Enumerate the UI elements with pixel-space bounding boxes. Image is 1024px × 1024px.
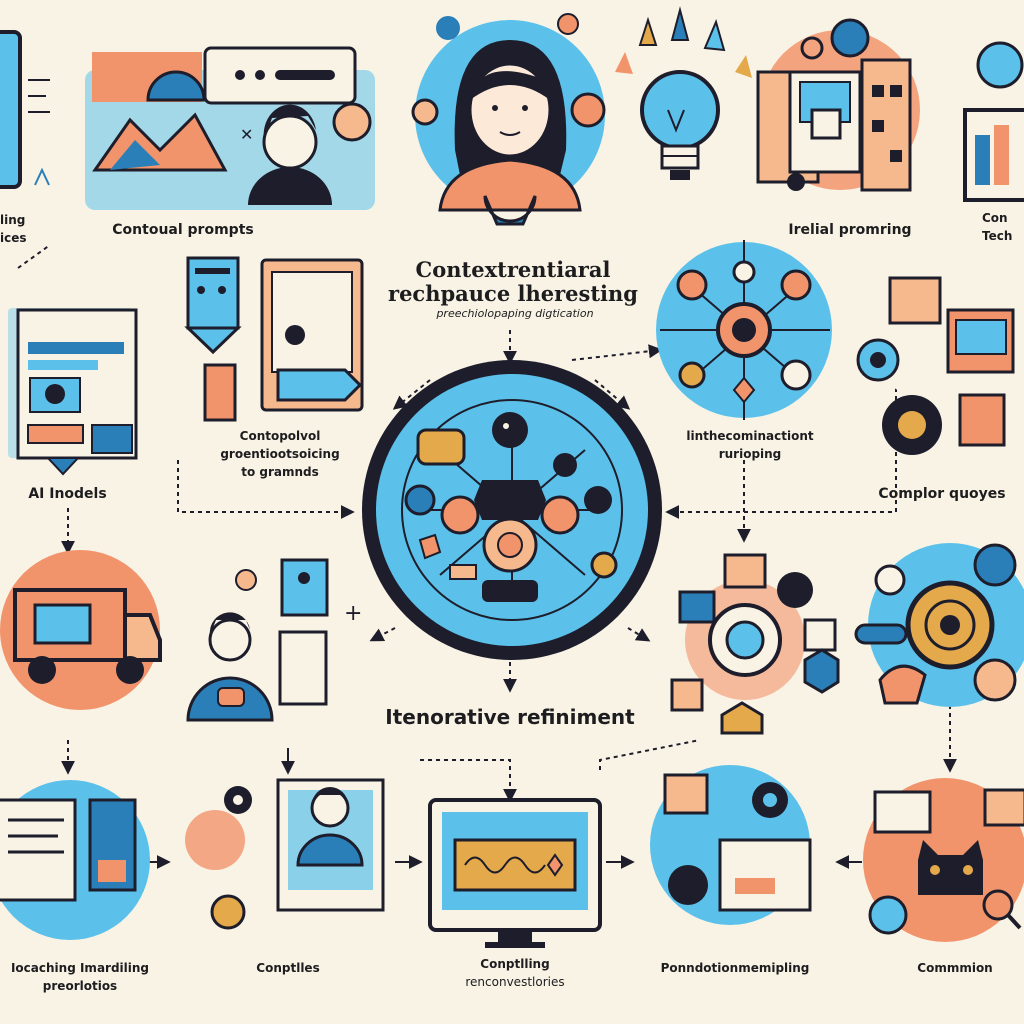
gear-network — [670, 553, 840, 735]
lightbulb-icon — [615, 6, 752, 180]
label-bottom-1-line-1: Iocaching Imardiling — [10, 961, 150, 975]
label-bottom-3-line-2: renconvestlories — [465, 975, 565, 989]
label-iterative-refinement: Itenorative refiniment — [385, 705, 635, 729]
bottom-documents — [0, 780, 150, 940]
woman-portrait — [411, 13, 606, 226]
label-bottom-4: Ponndotionmemipling — [660, 961, 810, 975]
label-initial-prompting: Irelial promring — [788, 222, 912, 238]
label-bottom-3-line-1: Conptlling — [480, 957, 550, 971]
center-title-line-1: Contextrentiaral — [415, 257, 611, 282]
connectors — [17, 244, 957, 869]
label-contextual-prompts: Contoual prompts — [112, 222, 254, 238]
initial-prompting-illustration — [756, 18, 920, 192]
person-with-cards: + — [186, 558, 362, 722]
label-interconnection-2: rurioping — [718, 447, 782, 461]
label-contextual-grounding-2: groentiootsoicing — [220, 447, 340, 461]
complex-queries-widgets — [856, 238, 1022, 455]
label-top-left-cut-1: ling — [0, 213, 26, 227]
label-top-left-cut-2: ices — [0, 231, 27, 245]
label-ai-models: AI Inodels — [28, 486, 107, 502]
bottom-laptop — [650, 765, 812, 925]
label-contextual-grounding-1: Contopolvol — [239, 429, 321, 443]
label-complex-queries: Complor quoyes — [878, 486, 1006, 502]
central-hub — [362, 360, 662, 660]
svg-text:+: + — [344, 601, 362, 626]
center-title-line-2: rechpauce lheresting — [388, 281, 638, 306]
label-interconnection-1: linthecominactiont — [686, 429, 814, 443]
contextual-prompts-illustration: ✕ — [85, 46, 375, 210]
top-right-chart-card — [963, 41, 1024, 202]
label-bottom-1-line-2: preorlotios — [42, 979, 118, 993]
bottom-cat-widgets — [863, 778, 1024, 942]
interconnection-network — [656, 240, 832, 420]
label-contextual-grounding-3: to gramnds — [241, 465, 319, 479]
top-left-app-card — [0, 30, 50, 189]
ai-models-document — [8, 308, 138, 476]
label-bottom-2: Conptlles — [256, 961, 320, 975]
svg-text:✕: ✕ — [240, 125, 253, 144]
label-top-right-cut-2: Tech — [982, 229, 1013, 243]
delivery-truck — [0, 550, 162, 710]
bottom-gears-cards — [185, 778, 385, 930]
label-bottom-5: Commmion — [917, 961, 993, 975]
center-subtitle: preechiolopaping digtication — [436, 307, 594, 320]
contextual-grounding-cards — [184, 256, 364, 422]
target-gears — [854, 543, 1024, 707]
label-top-right-cut-1: Con — [982, 211, 1008, 225]
bottom-monitor — [428, 798, 602, 948]
